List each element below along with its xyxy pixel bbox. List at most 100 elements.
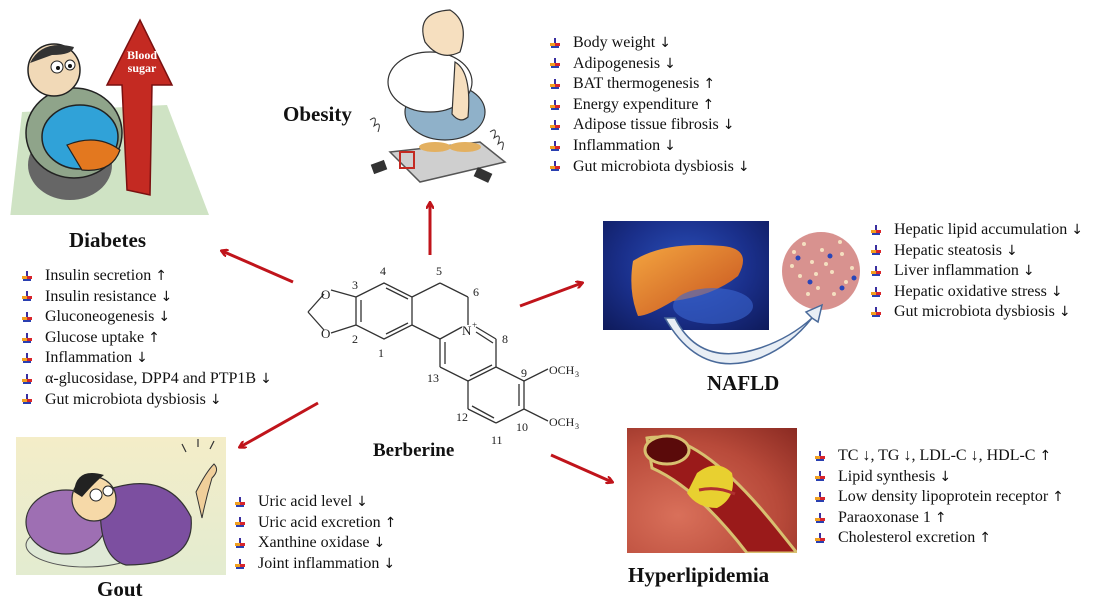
nafld-title: NAFLD bbox=[707, 371, 780, 395]
svg-text:8: 8 bbox=[502, 332, 508, 346]
bullet-arrow-icon bbox=[22, 394, 32, 405]
bullet-arrow-icon bbox=[235, 537, 245, 549]
list-item: Gluconeogenesis↓ bbox=[22, 307, 272, 328]
bullet-arrow-icon bbox=[22, 291, 32, 302]
obesity-illustration bbox=[360, 2, 520, 194]
blood-sugar-label-line2: sugar bbox=[127, 61, 157, 75]
bullet-arrow-icon bbox=[815, 471, 825, 482]
list-item: Uric acid level↓ bbox=[235, 492, 396, 513]
list-item: BAT thermogenesis↑ bbox=[550, 74, 750, 95]
list-item: α-glucosidase, DPP4 and PTP1B↓ bbox=[22, 369, 272, 390]
bullet-arrow-icon bbox=[235, 517, 245, 528]
svg-text:1: 1 bbox=[378, 346, 384, 360]
svg-text:N: N bbox=[462, 323, 472, 338]
list-item: Gut microbiota dysbiosis↓ bbox=[871, 302, 1083, 323]
diabetes-title: Diabetes bbox=[69, 228, 146, 252]
list-item: Hepatic oxidative stress↓ bbox=[871, 282, 1083, 303]
svg-text:11: 11 bbox=[491, 433, 503, 447]
bullet-arrow-icon bbox=[815, 512, 825, 524]
svg-text:6: 6 bbox=[473, 285, 479, 299]
bullet-arrow-icon bbox=[22, 373, 32, 385]
bullet-arrow-icon bbox=[235, 558, 245, 570]
svg-text:12: 12 bbox=[456, 410, 468, 424]
svg-text:2: 2 bbox=[352, 332, 358, 346]
list-item: Hepatic lipid accumulation↓ bbox=[871, 220, 1083, 241]
svg-text:9: 9 bbox=[521, 366, 527, 380]
bullet-arrow-icon bbox=[871, 307, 881, 318]
gout-title: Gout bbox=[97, 577, 143, 600]
bullet-arrow-icon bbox=[550, 37, 560, 49]
svg-text:O: O bbox=[321, 326, 330, 341]
list-item: Inflammation↓ bbox=[22, 348, 272, 369]
svg-text:+: + bbox=[472, 320, 477, 330]
compound-name: Berberine bbox=[373, 440, 455, 461]
list-item: Liver inflammation↓ bbox=[871, 261, 1083, 282]
arrow-to-diabetes bbox=[222, 251, 294, 284]
blood-sugar-label-line1: Blood bbox=[126, 48, 157, 62]
hyperlipidemia-effects-list: TC ↓, TG ↓, LDL-C ↓, HDL-C↑ Lipid synthe… bbox=[815, 446, 1064, 549]
obesity-effects-list: Body weight↓ Adipogenesis↓ BAT thermogen… bbox=[550, 33, 750, 177]
list-item: Insulin resistance↓ bbox=[22, 287, 272, 308]
bullet-arrow-icon bbox=[550, 120, 560, 131]
list-item: Body weight↓ bbox=[550, 33, 750, 54]
list-item: Glucose uptake↑ bbox=[22, 328, 272, 349]
diabetes-illustration: Blood sugar bbox=[2, 15, 212, 215]
svg-text:OCH: OCH bbox=[549, 363, 575, 377]
hyperlipidemia-title: Hyperlipidemia bbox=[628, 563, 770, 587]
svg-text:O: O bbox=[321, 287, 330, 302]
liver-image bbox=[603, 221, 769, 330]
list-item: Joint inflammation↓ bbox=[235, 554, 396, 575]
svg-text:OCH: OCH bbox=[549, 415, 575, 429]
list-item: Hepatic steatosis↓ bbox=[871, 241, 1083, 262]
svg-text:3: 3 bbox=[575, 370, 579, 379]
bullet-arrow-icon bbox=[22, 270, 32, 282]
bullet-arrow-icon bbox=[550, 78, 560, 90]
list-item: Gut microbiota dysbiosis↓ bbox=[22, 390, 272, 411]
bullet-arrow-icon bbox=[550, 58, 560, 69]
bullet-arrow-icon bbox=[871, 265, 881, 277]
list-item: Uric acid excretion↑ bbox=[235, 513, 396, 534]
list-item: Adipose tissue fibrosis↓ bbox=[550, 115, 750, 136]
bullet-arrow-icon bbox=[22, 332, 32, 344]
bullet-arrow-icon bbox=[22, 353, 32, 364]
gout-effects-list: Uric acid level↓ Uric acid excretion↑ Xa… bbox=[235, 492, 396, 574]
bullet-arrow-icon bbox=[815, 533, 825, 544]
list-item: Gut microbiota dysbiosis↓ bbox=[550, 157, 750, 178]
bullet-arrow-icon bbox=[815, 491, 825, 503]
list-item: Cholesterol excretion↑ bbox=[815, 528, 1064, 549]
list-item: Energy expenditure↑ bbox=[550, 95, 750, 116]
svg-text:3: 3 bbox=[575, 422, 579, 431]
bullet-arrow-icon bbox=[871, 245, 881, 256]
list-item: Xanthine oxidase↓ bbox=[235, 533, 396, 554]
svg-text:4: 4 bbox=[380, 264, 386, 278]
nafld-effects-list: Hepatic lipid accumulation↓ Hepatic stea… bbox=[871, 220, 1083, 323]
bullet-arrow-icon bbox=[235, 496, 245, 508]
steatosis-histology-image bbox=[782, 232, 860, 310]
list-item: Inflammation↓ bbox=[550, 136, 750, 157]
artery-plaque-image bbox=[627, 428, 797, 553]
list-item: Low density lipoprotein receptor↑ bbox=[815, 487, 1064, 508]
bullet-arrow-icon bbox=[550, 99, 560, 111]
obesity-title: Obesity bbox=[283, 102, 352, 126]
diabetes-effects-list: Insulin secretion↑ Insulin resistance↓ G… bbox=[22, 266, 272, 410]
bullet-arrow-icon bbox=[871, 286, 881, 298]
list-item: TC ↓, TG ↓, LDL-C ↓, HDL-C↑ bbox=[815, 446, 1064, 467]
list-item: Adipogenesis↓ bbox=[550, 54, 750, 75]
list-item: Lipid synthesis↓ bbox=[815, 467, 1064, 488]
svg-text:5: 5 bbox=[436, 264, 442, 278]
bullet-arrow-icon bbox=[871, 224, 881, 236]
svg-text:10: 10 bbox=[516, 420, 528, 434]
arrow-to-hyperlipidemia bbox=[550, 453, 612, 482]
blood-sugar-arrow-icon bbox=[105, 18, 174, 196]
list-item: Insulin secretion↑ bbox=[22, 266, 272, 287]
bullet-arrow-icon bbox=[550, 161, 560, 172]
bullet-arrow-icon bbox=[550, 140, 560, 152]
svg-text:3: 3 bbox=[352, 278, 358, 292]
arrow-to-nafld bbox=[519, 283, 582, 308]
gout-illustration bbox=[16, 437, 226, 575]
svg-text:13: 13 bbox=[427, 371, 439, 385]
